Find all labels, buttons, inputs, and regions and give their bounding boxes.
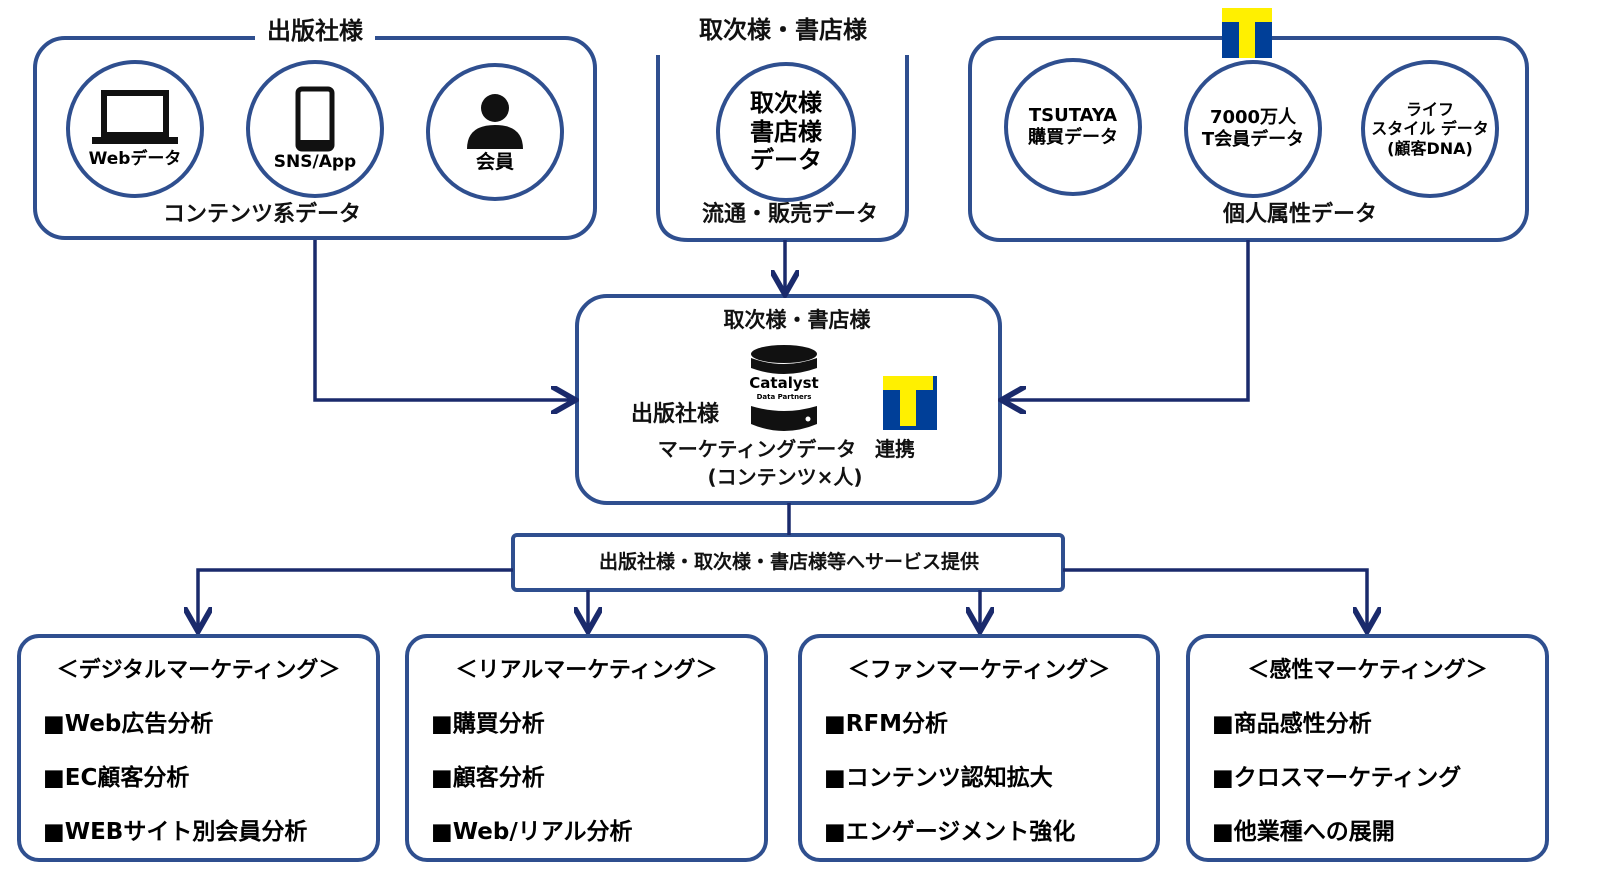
member-circle: 会員: [426, 63, 564, 201]
card-title: ＜ファンマーケティング＞: [847, 658, 1111, 683]
card-item: ■EC顧客分析: [43, 765, 190, 791]
circle-line: (顧客DNA): [1387, 138, 1473, 158]
card-item: ■クロスマーケティング: [1212, 765, 1462, 791]
card-title: ＜感性マーケティング＞: [1247, 658, 1488, 683]
smartphone-icon: [295, 86, 335, 152]
circle-line: T会員データ: [1201, 129, 1305, 150]
circle-line: 7000万人: [1209, 107, 1297, 129]
laptop-icon: [92, 89, 178, 144]
distributor-footer: 流通・販売データ: [701, 202, 879, 227]
card-title: ＜デジタルマーケティング＞: [56, 658, 341, 683]
circle-label: 会員: [475, 150, 514, 173]
db-brand: Catalyst: [749, 374, 819, 392]
card-title: ＜リアルマーケティング＞: [455, 658, 718, 683]
circle-line: データ: [750, 146, 822, 175]
center-publisher-label: 出版社様: [630, 402, 720, 427]
card-fan: ＜ファンマーケティング＞ ■RFM分析 ■コンテンツ認知拡大 ■エンゲージメント…: [798, 634, 1160, 862]
arrow-personal: [1005, 240, 1250, 400]
publisher-title: 出版社様: [255, 17, 375, 46]
card-item: ■購買分析: [431, 711, 545, 737]
card-item: ■コンテンツ認知拡大: [824, 765, 1053, 791]
circle-label: SNS/App: [273, 151, 357, 172]
circle-line: 書店様: [750, 117, 822, 146]
database-icon: Catalyst Data Partners: [749, 344, 819, 432]
arrow-card-1: [198, 568, 513, 628]
center-line1: マーケティングデータ: [657, 437, 857, 461]
t-logo: [1222, 8, 1272, 58]
circle-line: ライフ: [1405, 100, 1454, 120]
center-link: 連携: [875, 437, 915, 461]
service-label: 出版社様・取次様・書店様等へサービス提供: [598, 551, 980, 573]
card-item: ■顧客分析: [431, 765, 545, 791]
distributor-title: 取次様・書店様: [699, 16, 867, 44]
circle-line: TSUTAYA: [1028, 105, 1118, 127]
distributor-data-circle: 取次様 書店様 データ: [716, 62, 856, 202]
distributor-box: [656, 55, 909, 242]
card-item: ■エンゲージメント強化: [824, 819, 1076, 845]
card-real: ＜リアルマーケティング＞ ■購買分析 ■顧客分析 ■Web/リアル分析: [405, 634, 768, 862]
publisher-footer: コンテンツ系データ: [162, 202, 362, 227]
card-item: ■Web広告分析: [43, 711, 214, 737]
card-item: ■RFM分析: [824, 711, 949, 737]
arrow-card-4: [1063, 568, 1367, 628]
card-item: ■WEBサイト別会員分析: [43, 819, 308, 845]
circle-line: スタイル データ: [1371, 119, 1489, 139]
db-sub: Data Partners: [756, 393, 812, 401]
circle-line: 購買データ: [1028, 127, 1118, 148]
person-icon: [467, 93, 523, 149]
personal-footer: 個人属性データ: [1222, 202, 1378, 227]
card-item: ■Web/リアル分析: [431, 819, 633, 845]
sns-app-circle: SNS/App: [246, 60, 384, 198]
circle-label: Webデータ: [88, 148, 182, 169]
arrow-publisher: [313, 240, 572, 400]
card-digital: ＜デジタルマーケティング＞ ■Web広告分析 ■EC顧客分析 ■WEBサイト別会…: [17, 634, 380, 862]
web-data-circle: Webデータ: [66, 60, 204, 198]
card-kansei: ＜感性マーケティング＞ ■商品感性分析 ■クロスマーケティング ■他業種への展開: [1186, 634, 1549, 862]
circle-line: 取次様: [750, 88, 822, 117]
card-item: ■他業種への展開: [1212, 819, 1395, 845]
center-top-label: 取次様・書店様: [723, 308, 871, 332]
center-line2: (コンテンツ×人): [707, 465, 863, 489]
lifestyle-circle: ライフスタイル データ(顧客DNA): [1361, 60, 1499, 198]
t-logo: [883, 376, 937, 430]
card-item: ■商品感性分析: [1212, 711, 1372, 737]
